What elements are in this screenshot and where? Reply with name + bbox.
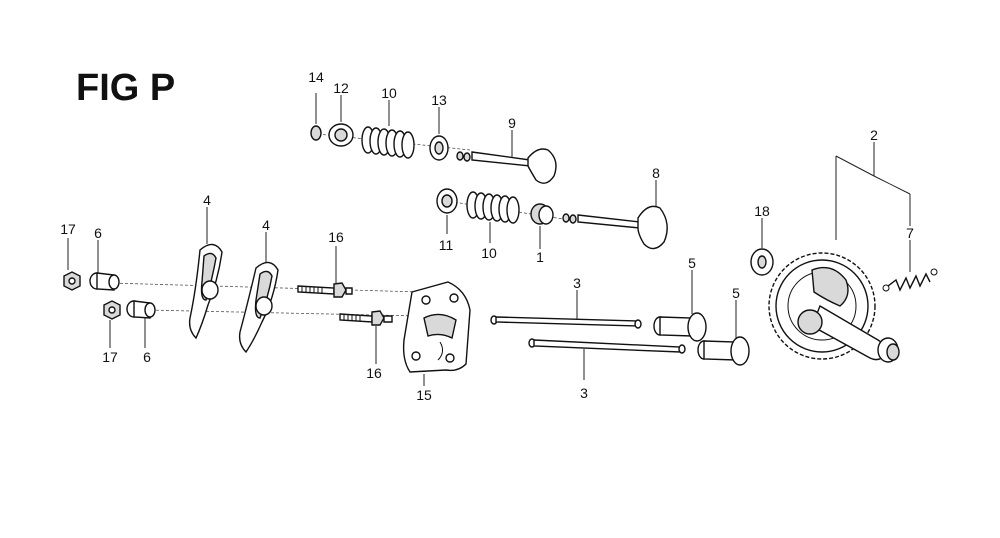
figure-title: FIG P	[76, 67, 175, 109]
callout-9: 9	[508, 115, 516, 131]
callout-15: 15	[416, 387, 432, 403]
part-1-valve-cap	[530, 203, 554, 225]
callout-3-upper: 3	[573, 275, 581, 291]
part-5-tappet-upper	[653, 312, 707, 342]
part-3-push-rod-upper	[490, 315, 642, 329]
part-2-camshaft-assembly	[768, 252, 900, 363]
callout-5-lower: 5	[732, 285, 740, 301]
leader-lines	[67, 93, 911, 386]
callout-14: 14	[308, 69, 324, 85]
callout-6-upper: 6	[94, 225, 102, 241]
callout-4-second: 4	[262, 217, 270, 233]
callout-5-upper: 5	[688, 255, 696, 271]
callout-17-lower: 17	[102, 349, 118, 365]
callout-13: 13	[431, 92, 447, 108]
part-17-nut-upper	[63, 271, 81, 291]
callout-7: 7	[906, 225, 914, 241]
callout-16-upper: 16	[328, 229, 344, 245]
part-8-intake-valve	[562, 205, 668, 250]
callout-10-upper: 10	[381, 85, 397, 101]
part-13-spring-seat	[429, 135, 449, 161]
part-14-valve-keeper	[310, 125, 322, 141]
part-10-valve-spring-upper	[361, 126, 415, 159]
part-6-pivot-upper	[89, 272, 120, 291]
part-4-rocker-arm-1	[188, 243, 223, 340]
part-5-tappet-lower	[697, 336, 750, 366]
callout-16-lower: 16	[366, 365, 382, 381]
callout-18: 18	[754, 203, 770, 219]
part-16-rocker-stud-upper	[297, 282, 353, 298]
callout-1: 1	[536, 249, 544, 265]
part-12-spring-retainer	[328, 123, 354, 147]
part-15-push-rod-guide-plate	[402, 281, 471, 373]
callout-4-first: 4	[203, 192, 211, 208]
callout-12: 12	[333, 80, 349, 96]
callout-8: 8	[652, 165, 660, 181]
part-17-nut-lower	[103, 300, 121, 320]
part-6-pivot-lower	[126, 300, 156, 319]
callout-10-lower: 10	[481, 245, 497, 261]
part-9-exhaust-valve	[456, 148, 557, 184]
part-3-push-rod-lower	[528, 338, 686, 354]
callout-6-lower: 6	[143, 349, 151, 365]
part-18-camshaft-washer	[750, 248, 774, 276]
part-10-valve-spring-lower	[466, 191, 520, 224]
callout-3-lower: 3	[580, 385, 588, 401]
part-11-valve-seal	[436, 188, 458, 214]
callout-2: 2	[870, 127, 878, 143]
part-4-rocker-arm-2	[238, 261, 279, 354]
part-7-decompressor-spring	[882, 268, 938, 292]
callout-11: 11	[439, 237, 454, 253]
callout-17-upper: 17	[60, 221, 76, 237]
part-16-rocker-stud-lower	[339, 310, 393, 326]
